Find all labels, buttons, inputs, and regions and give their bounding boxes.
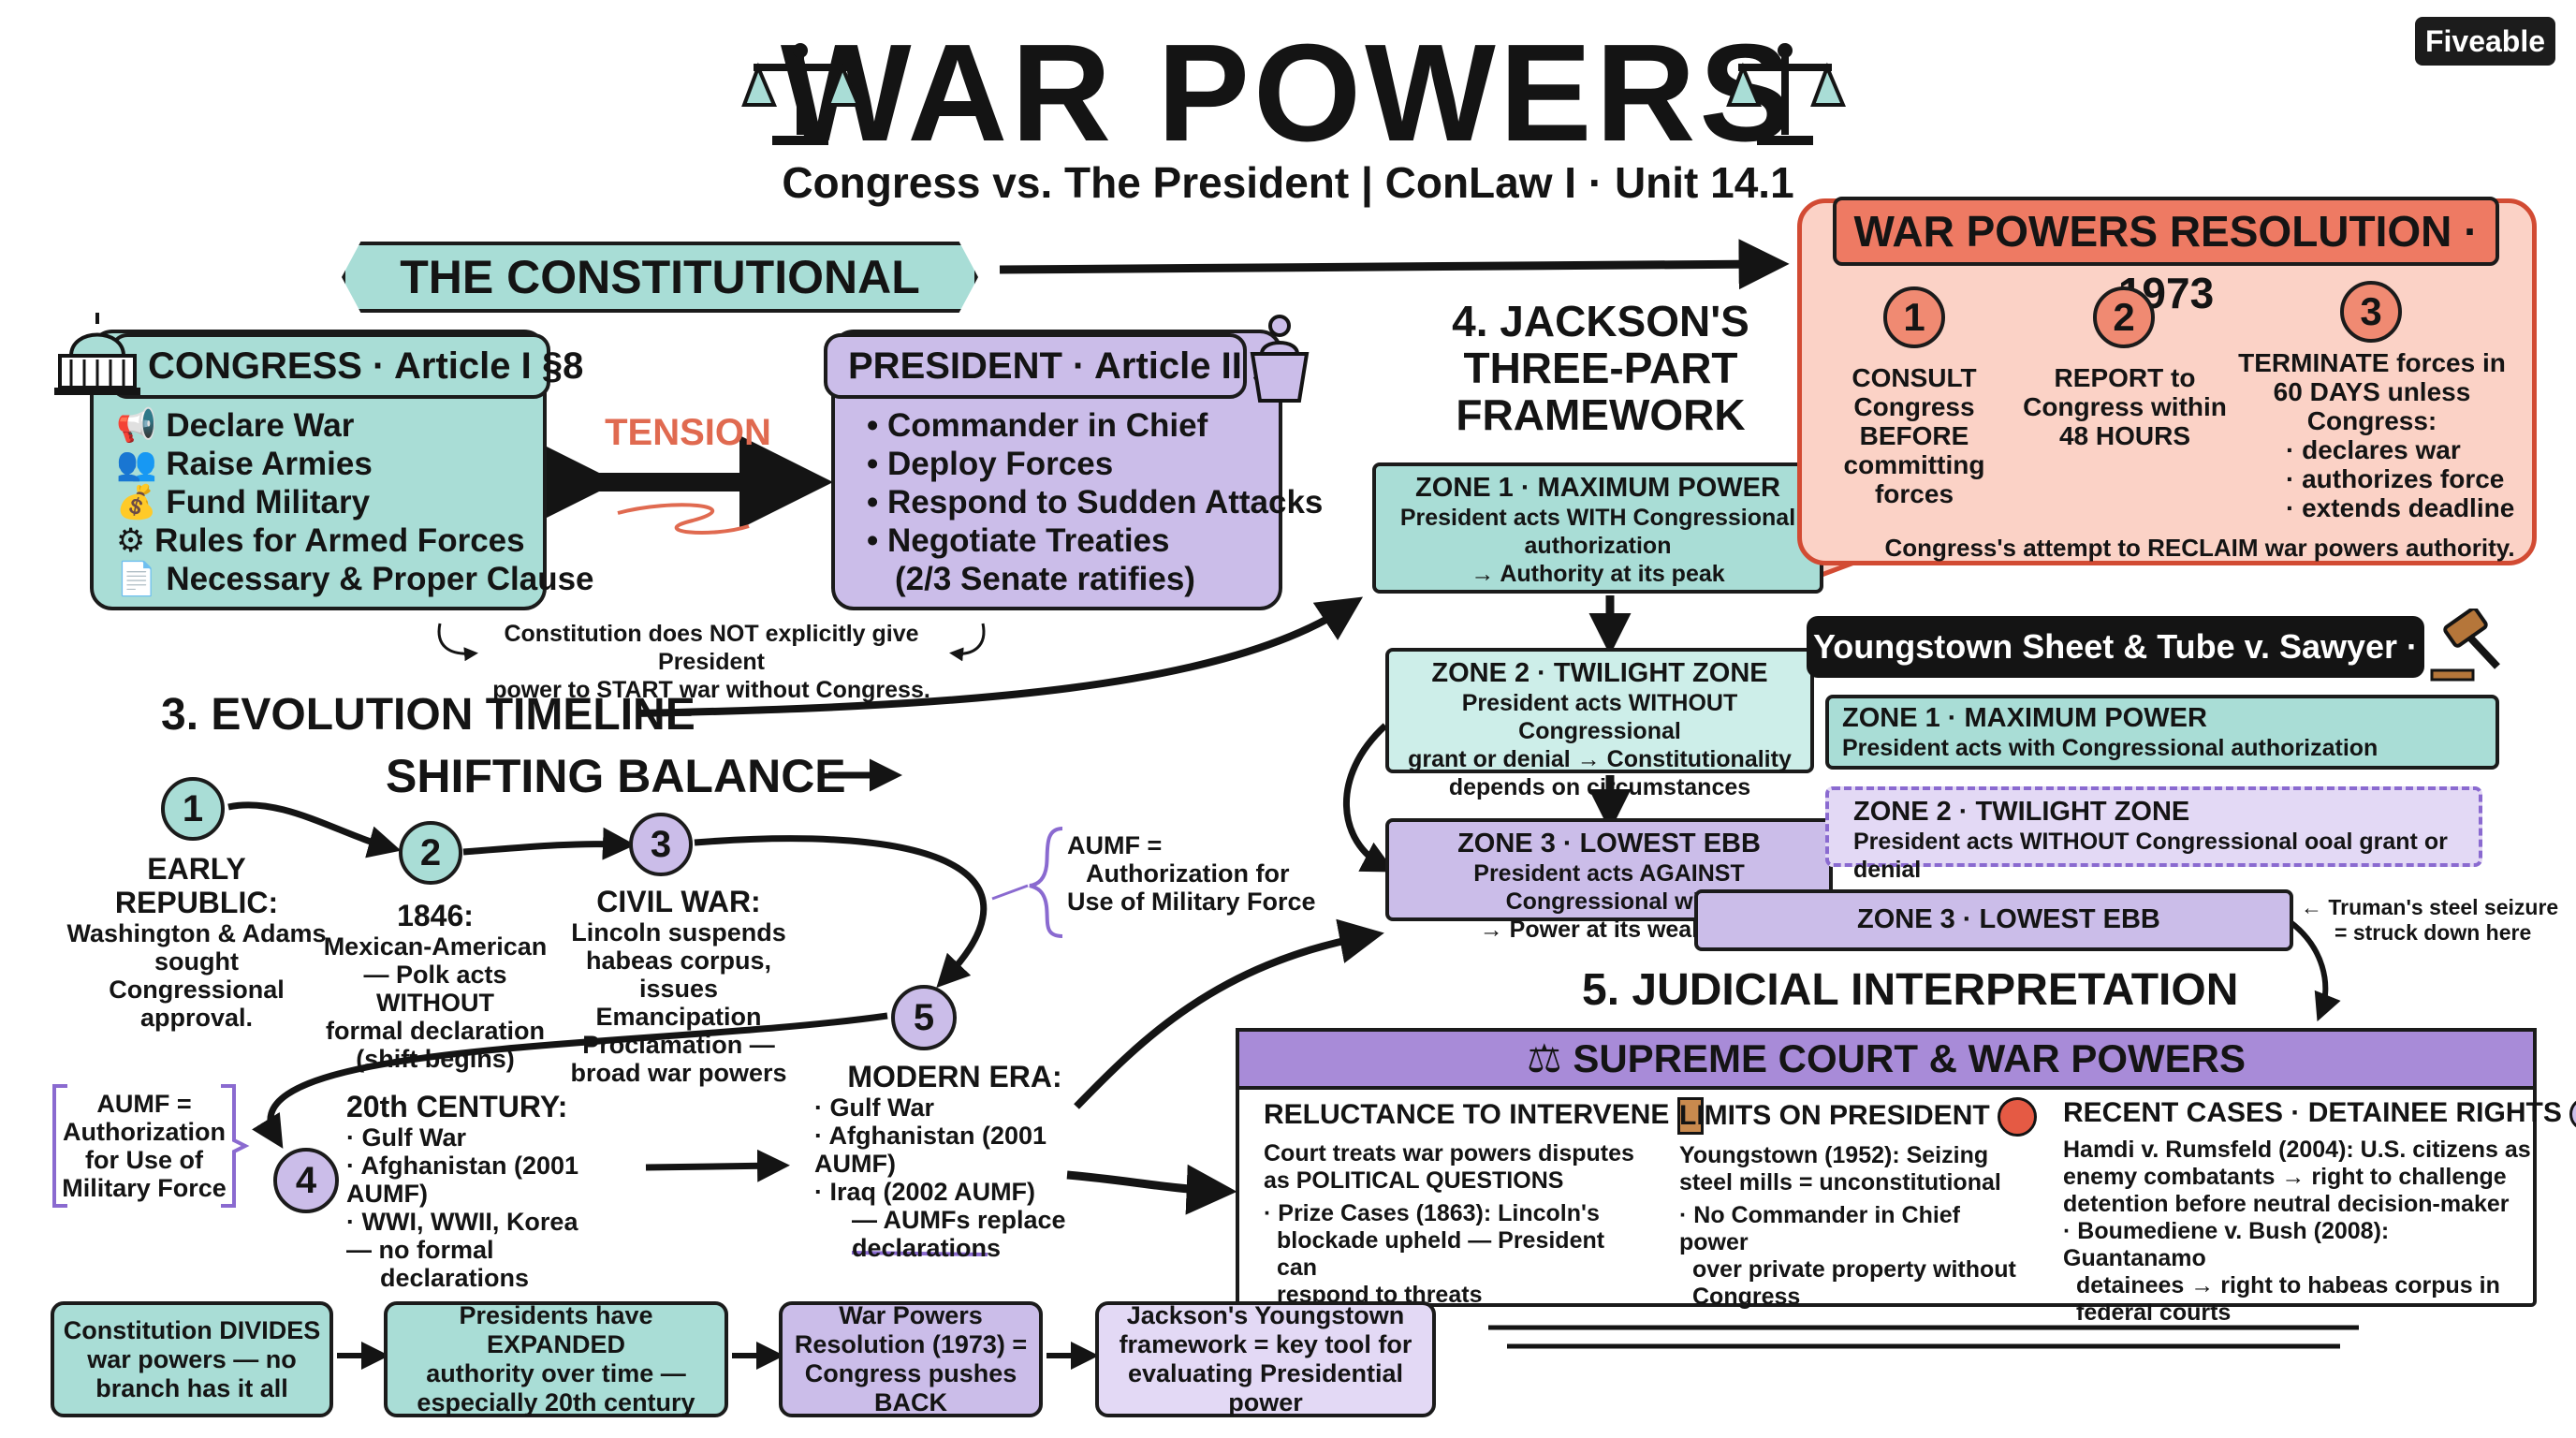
list-item: 📢 Declare War	[116, 407, 355, 444]
list-item: 👥 Raise Armies	[116, 446, 373, 482]
timeline-heading: 3. EVOLUTION TIMELINE	[161, 690, 695, 740]
list-item: • Respond to Sudden Attacks	[867, 484, 1324, 521]
jackson-zone-1: ZONE 1 · MAXIMUM POWER President acts WI…	[1372, 462, 1823, 594]
congress-header: CONGRESS · Article I §8	[110, 333, 584, 399]
president-header: PRESIDENT · Article II §2	[824, 333, 1295, 399]
page-subtitle: Congress vs. The President | ConLaw I · …	[782, 158, 1794, 207]
list-item: 📄 Necessary & Proper Clause	[116, 561, 594, 597]
youngstown-zone-2: ZONE 2 · TWILIGHT ZONE President acts WI…	[1825, 786, 2482, 883]
podium-icon	[1250, 315, 1310, 403]
timeline-text-3: CIVIL WAR: Lincoln suspends habeas corpu…	[570, 885, 787, 1087]
wpr-step-2-number: 2	[2093, 286, 2155, 348]
timeline-path-1-2	[227, 801, 402, 858]
wpr-step-1-text: CONSULT Congress BEFORE committing force…	[1843, 363, 1985, 508]
brand-logo: Fiveable	[2415, 17, 2555, 66]
capitol-icon	[54, 313, 140, 395]
timeline-text-2: 1846: Mexican-American — Polk acts WITHO…	[323, 899, 548, 1073]
megaphone-icon: 📢	[116, 407, 167, 444]
wpr-title: WAR POWERS RESOLUTION · 1973	[1833, 197, 2499, 317]
jackson-zone-3: ZONE 3 · LOWEST EBB President acts AGAIN…	[1385, 818, 1833, 943]
aumf-brace-right-arrow	[991, 884, 1029, 901]
timeline-text-5: MODERN ERA: · Gulf War · Afghanistan (20…	[814, 1060, 1066, 1262]
timeline-path-4-modern	[645, 1149, 790, 1182]
timeline-path-2-3	[462, 827, 636, 860]
court-column-reluctance: RELUCTANCE TO INTERVENE Court treats war…	[1264, 1097, 1704, 1309]
list-item: (2/3 Senate ratifies)	[895, 561, 1195, 597]
congress-powers-list: 📢 Declare War 👥 Raise Armies 💰 Fund Mili…	[116, 406, 594, 598]
youngstown-title: Youngstown Sheet & Tube v. Sawyer · 1952	[1807, 616, 2424, 727]
timeline-subheading: SHIFTING BALANCE	[386, 750, 846, 802]
president-title: PRESIDENT · Article II §2	[848, 345, 1295, 387]
scales-icon	[1726, 43, 1846, 145]
aumf-definition-left: AUMF = Authorization for Use of Military…	[62, 1090, 227, 1202]
shield-person-icon	[2569, 1097, 2576, 1132]
wpr-step-3-text: TERMINATE forces in 60 DAYS unless Congr…	[2238, 348, 2515, 522]
soldiers-icon: 👥	[116, 446, 167, 482]
constitution-note: Constitution does NOT explicitly give Pr…	[492, 621, 930, 703]
money-bag-icon: 💰	[116, 484, 167, 521]
aumf-brace-right	[1029, 827, 1063, 938]
timeline-text-1: EARLY REPUBLIC: Washington & Adams sough…	[66, 852, 327, 1032]
arrow-split-to-wpr	[999, 239, 1790, 290]
timeline-node-1: 1	[161, 777, 225, 841]
jackson-heading: 4. JACKSON'S THREE-PART FRAMEWORK	[1452, 297, 1749, 439]
court-column-recent: RECENT CASES · DETAINEE RIGHTS Hamdi v. …	[2063, 1097, 2576, 1327]
document-icon: 📄	[116, 561, 167, 597]
list-item: • Negotiate Treaties	[867, 522, 1170, 559]
tension-scribble	[617, 503, 750, 535]
wpr-step-2-text: REPORT to Congress within 48 HOURS	[2023, 363, 2227, 450]
wpr-caption: Congress's attempt to RECLAIM war powers…	[1884, 534, 2515, 562]
tools-icon: ⚙	[116, 522, 155, 559]
truman-note: ← Truman's steel seizure = struck down h…	[2301, 895, 2559, 945]
judicial-heading: 5. JUDICIAL INTERPRETATION	[1582, 965, 2239, 1015]
tension-label: TENSION	[605, 412, 771, 453]
wpr-step-1-number: 1	[1883, 286, 1945, 348]
youngstown-zone-3: ZONE 3 · LOWEST EBB	[1694, 889, 2293, 951]
list-item: ⚙ Rules for Armed Forces	[116, 522, 525, 559]
timeline-text-4: 20th CENTURY: · Gulf War · Afghanistan (…	[346, 1090, 579, 1292]
court-column-limits: LIMITS ON PRESIDENT Youngstown (1952): S…	[1679, 1097, 2038, 1311]
scales-icon	[741, 43, 861, 145]
arrow-curve-zone3	[1342, 723, 1396, 873]
scales-icon: ⚖	[1526, 1036, 1573, 1080]
list-item: 💰 Fund Military	[116, 484, 371, 521]
door-icon	[1676, 1097, 1704, 1135]
constitutional-split-banner: THE CONSTITUTIONAL SPLIT	[342, 242, 978, 313]
page-title: WAR POWERS	[780, 16, 1796, 170]
jackson-zone-2: ZONE 2 · TWILIGHT ZONE President acts WI…	[1385, 648, 1814, 800]
list-item: • Commander in Chief	[867, 407, 1208, 444]
congress-title: CONGRESS · Article I §8	[148, 345, 584, 387]
timeline-node-5: 5	[891, 985, 957, 1050]
timeline-node-3: 3	[629, 813, 693, 876]
gavel-icon	[2430, 609, 2500, 682]
youngstown-zone-1: ZONE 1 · MAXIMUM POWER President acts wi…	[1825, 695, 2499, 770]
stop-hand-icon	[1998, 1097, 2038, 1137]
timeline-node-2: 2	[399, 821, 462, 885]
list-item: • Deploy Forces	[867, 446, 1114, 482]
wpr-step-3-number: 3	[2340, 281, 2402, 343]
aumf-definition-right: AUMF = Authorization for Use of Military…	[1067, 831, 1316, 916]
president-powers-list: • Commander in Chief • Deploy Forces • R…	[867, 406, 1324, 598]
timeline-node-4: 4	[273, 1148, 339, 1213]
supreme-court-banner: ⚖ SUPREME COURT & WAR POWERS	[1236, 1028, 2537, 1090]
